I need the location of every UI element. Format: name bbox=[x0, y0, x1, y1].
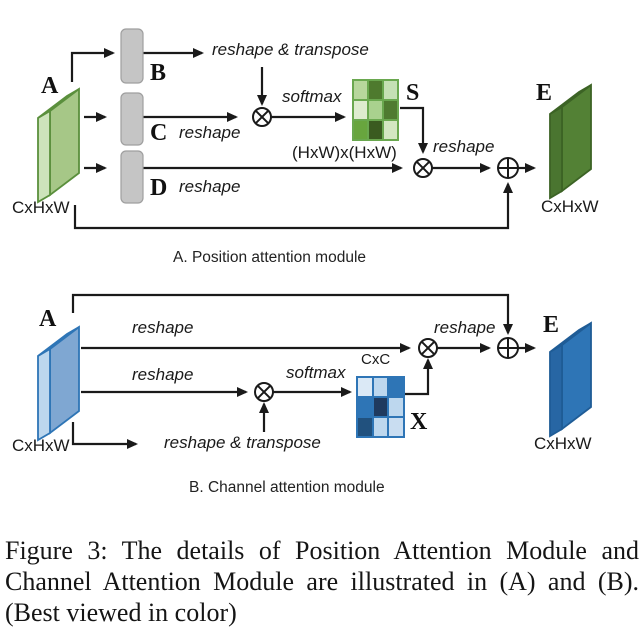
output-dims-top: CxHxW bbox=[541, 197, 599, 216]
skip-connection-top bbox=[73, 182, 513, 230]
position-module-flow bbox=[70, 48, 536, 230]
matrix-cell bbox=[358, 378, 372, 396]
matmul-dims-label: (HxW)x(HxW) bbox=[292, 143, 397, 162]
arrow-a-to-reshape-transpose bbox=[71, 422, 138, 449]
matrix-dims-cxc: CxC bbox=[361, 351, 391, 368]
channel-module-title: B. Channel attention module bbox=[189, 479, 385, 496]
matmul-icon bbox=[413, 158, 433, 178]
feature-map-e-bottom bbox=[549, 321, 592, 438]
op-reshape-transpose-top: reshape & transpose bbox=[212, 40, 369, 59]
arrow-a-to-b bbox=[70, 48, 115, 82]
matrix-cell bbox=[389, 418, 403, 436]
output-label-e-bottom: E bbox=[543, 312, 560, 338]
slab-front-face bbox=[37, 109, 51, 204]
caption-line-3: (Best viewed in color) bbox=[5, 598, 237, 627]
matrix-cell bbox=[354, 121, 367, 139]
attention-map-label-s: S bbox=[406, 80, 420, 106]
matrix-cell bbox=[354, 101, 367, 119]
op-softmax-bottom: softmax bbox=[286, 363, 346, 382]
matrix-cell bbox=[358, 398, 372, 416]
slab-front-face bbox=[549, 105, 563, 200]
matrix-cell bbox=[384, 121, 397, 139]
feature-map-a-top bbox=[37, 87, 80, 204]
input-dims-bottom: CxHxW bbox=[12, 436, 70, 455]
branch-block-d bbox=[120, 150, 144, 204]
attention-matrix-s bbox=[352, 79, 399, 141]
matmul-icon bbox=[418, 338, 438, 358]
skip-connection-bottom bbox=[71, 293, 513, 335]
channel-module-flow bbox=[71, 293, 536, 449]
input-label-a-top: A bbox=[41, 73, 59, 99]
arrow-x-to-matmul bbox=[405, 358, 433, 396]
matrix-cell bbox=[373, 378, 388, 396]
branch-label-d: D bbox=[150, 175, 168, 201]
matrix-cell bbox=[384, 81, 397, 99]
branch-block-b bbox=[120, 28, 144, 84]
matrix-cell bbox=[389, 398, 403, 416]
attention-matrix-x bbox=[356, 376, 405, 438]
attention-map-label-x: X bbox=[410, 409, 428, 435]
op-reshape-mid-row: reshape bbox=[132, 365, 194, 384]
elementwise-sum-icon bbox=[497, 337, 519, 359]
matrix-cell bbox=[389, 378, 403, 396]
output-dims-bottom: CxHxW bbox=[534, 434, 592, 453]
caption-line-2: Channel Attention Module are illustrated… bbox=[5, 567, 639, 596]
op-reshape-d: reshape bbox=[179, 177, 241, 196]
input-dims-top: CxHxW bbox=[12, 198, 70, 217]
branch-block-c bbox=[120, 92, 144, 146]
matrix-cell bbox=[369, 101, 382, 119]
matrix-cell bbox=[373, 418, 388, 436]
matmul-icon bbox=[252, 107, 272, 127]
matmul-icon bbox=[254, 382, 274, 402]
matrix-cell bbox=[354, 81, 367, 99]
slab-front-face bbox=[549, 343, 563, 438]
elementwise-sum-icon bbox=[497, 157, 519, 179]
op-reshape-c: reshape bbox=[179, 123, 241, 142]
op-reshape-top-row: reshape bbox=[132, 318, 194, 337]
caption-line-1: Figure 3: The details of Position Attent… bbox=[5, 536, 639, 565]
op-reshape-transpose-bottom: reshape & transpose bbox=[164, 433, 321, 452]
matrix-cell bbox=[384, 101, 397, 119]
arrow-s-to-matmul2 bbox=[400, 106, 428, 154]
output-label-e-top: E bbox=[536, 80, 553, 106]
matrix-cell bbox=[358, 418, 372, 436]
slab-front-face bbox=[37, 347, 51, 442]
matrix-cell bbox=[373, 398, 388, 416]
op-softmax-top: softmax bbox=[282, 87, 342, 106]
matrix-cell bbox=[369, 81, 382, 99]
feature-map-a-bottom bbox=[37, 325, 80, 442]
branch-label-b: B bbox=[150, 60, 167, 86]
input-label-a-bottom: A bbox=[39, 306, 57, 332]
op-reshape-out-bottom: reshape bbox=[434, 318, 496, 337]
position-module-title: A. Position attention module bbox=[173, 249, 367, 266]
matrix-cell bbox=[369, 121, 382, 139]
op-reshape-out-top: reshape bbox=[433, 137, 495, 156]
branch-label-c: C bbox=[150, 120, 168, 146]
feature-map-e-top bbox=[549, 83, 592, 200]
